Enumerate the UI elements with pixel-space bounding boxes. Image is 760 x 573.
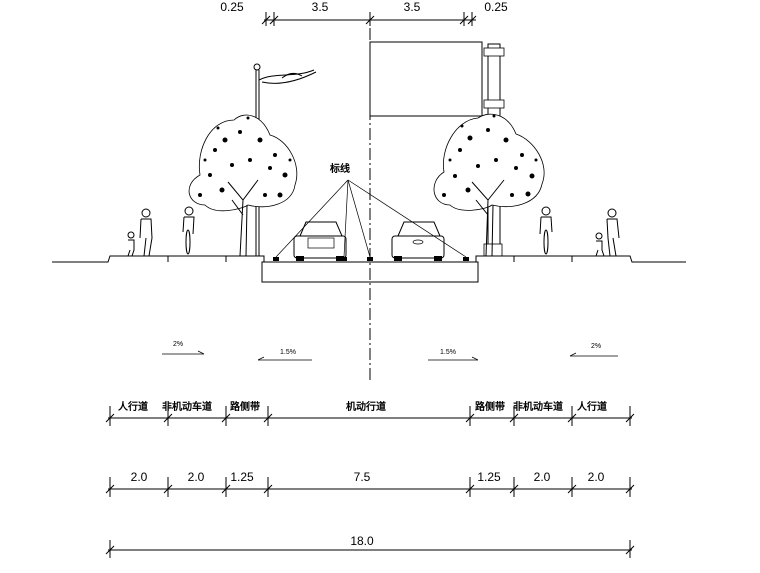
section-width: 1.25: [477, 470, 501, 484]
section-name: 机动行道: [346, 400, 386, 413]
slope-right-outer: 2%: [569, 343, 618, 357]
car-right: [391, 221, 445, 261]
slope-label: 2%: [173, 341, 183, 348]
dimension-slash: [105, 413, 115, 423]
dim-right-margin: 0.25: [484, 0, 508, 14]
dimension-slash: [567, 413, 577, 423]
overhead-sign: [369, 41, 505, 257]
dimension-slash: [221, 484, 231, 494]
section-width: 2.0: [188, 470, 205, 484]
slope-left-inner: 1.5%: [257, 349, 312, 361]
section-width: 1.25: [230, 470, 254, 484]
section-name: 路侧带: [230, 400, 260, 413]
marking-callout: 标线: [273, 162, 469, 261]
section-names-row: 人行道 非机动车道 路侧带 机动行道 路侧带 非机动车道 人行道: [108, 400, 632, 419]
dimension-slash: [263, 484, 273, 494]
dim-left-margin: 0.25: [220, 0, 244, 14]
top-dimension-line: 0.25 3.5 3.5 0.25: [220, 0, 508, 26]
section-name: 非机动车道: [162, 400, 212, 413]
dimension-slash: [163, 484, 173, 494]
pedestrian-left: [127, 208, 153, 257]
section-widths-row: 2.0 2.0 1.25 7.5 1.25 2.0 2.0: [108, 470, 632, 490]
section-width: 2.0: [131, 470, 148, 484]
section-width: 7.5: [354, 470, 371, 484]
dimension-slash: [465, 484, 475, 494]
dimension-slash: [625, 484, 635, 494]
section-name: 非机动车道: [513, 400, 563, 413]
dimension-slash: [567, 484, 577, 494]
dimension-slash: [625, 413, 635, 423]
slope-label: 1.5%: [440, 349, 456, 356]
total-width-row: 18.0: [105, 534, 635, 558]
dim-right-lane: 3.5: [404, 0, 421, 14]
marking-label: 标线: [329, 162, 350, 175]
section-name: 路侧带: [475, 400, 505, 413]
dimension-slash: [163, 413, 173, 423]
dimension-slash: [105, 484, 115, 494]
total-width: 18.0: [350, 534, 374, 548]
dimension-slash: [465, 413, 475, 423]
dimension-slash: [221, 413, 231, 423]
slope-label: 1.5%: [280, 349, 296, 356]
slope-label: 2%: [591, 343, 601, 350]
dimension-slash: [509, 413, 519, 423]
dimension-slash: [509, 484, 519, 494]
dimension-ticks: [105, 406, 635, 497]
section-name: 人行道: [118, 400, 148, 413]
pedestrian-right: [595, 208, 620, 257]
section-width: 2.0: [534, 470, 551, 484]
road-profile: [52, 255, 686, 283]
dim-left-lane: 3.5: [312, 0, 329, 14]
dimension-slash: [263, 413, 273, 423]
slope-left-outer: 2%: [162, 341, 205, 355]
car-left: [293, 221, 347, 261]
tree-left: [188, 114, 298, 257]
slope-right-inner: 1.5%: [428, 349, 479, 361]
section-name: 人行道: [577, 400, 607, 413]
cyclist-right: [539, 206, 553, 255]
section-width: 2.0: [588, 470, 605, 484]
cyclist-left: [182, 206, 195, 255]
tree-right: [433, 113, 545, 257]
